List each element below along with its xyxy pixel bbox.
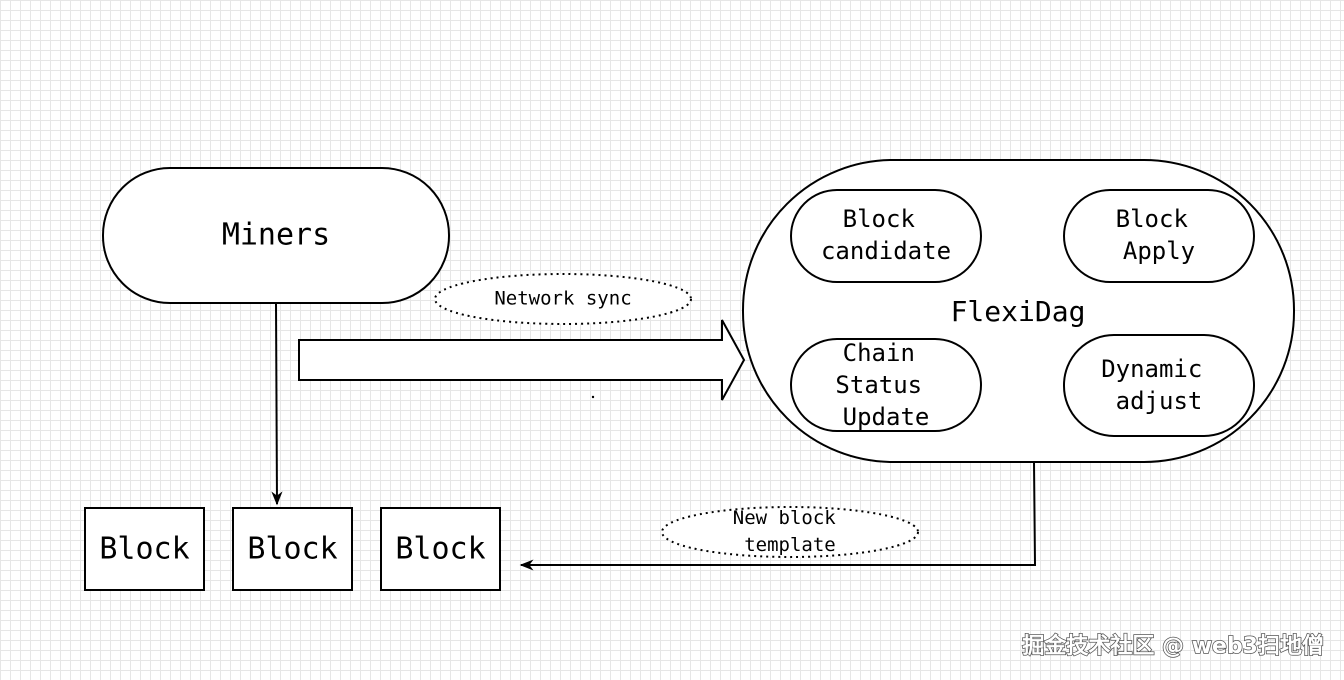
miners-to-block-arrow bbox=[271, 302, 283, 506]
block-node-3: Block bbox=[380, 507, 501, 591]
watermark-text: 掘金技术社区 @ web3扫地僧 bbox=[1022, 633, 1325, 660]
dynamic-adjust-node: Dynamic adjust bbox=[1063, 334, 1255, 437]
block-candidate-label: Block candidate bbox=[821, 205, 951, 265]
new-block-template-label: New block template bbox=[661, 506, 919, 558]
block-apply-node: Block Apply bbox=[1063, 189, 1255, 283]
new-block-template-text: New block template bbox=[733, 507, 847, 556]
block-label-1: Block bbox=[99, 532, 189, 567]
chain-status-update-label: Chain Status Update bbox=[835, 339, 936, 431]
block-label-3: Block bbox=[395, 532, 485, 567]
block-label-2: Block bbox=[247, 532, 337, 567]
sync-block-arrow bbox=[298, 319, 746, 401]
block-node-2: Block bbox=[232, 507, 353, 591]
block-apply-label: Block Apply bbox=[1116, 205, 1203, 265]
chain-status-update-node: Chain Status Update bbox=[790, 338, 982, 432]
block-node-1: Block bbox=[84, 507, 205, 591]
network-sync-label: Network sync bbox=[434, 273, 692, 325]
network-sync-text: Network sync bbox=[494, 288, 631, 310]
dynamic-adjust-label: Dynamic adjust bbox=[1101, 355, 1217, 415]
new-block-template-arrow bbox=[519, 461, 1037, 571]
block-candidate-node: Block candidate bbox=[790, 189, 982, 283]
stray-dot bbox=[591, 395, 595, 399]
miners-label: Miners bbox=[222, 218, 330, 253]
flexidag-label: FlexiDag bbox=[951, 295, 1086, 328]
miners-node: Miners bbox=[102, 167, 450, 304]
